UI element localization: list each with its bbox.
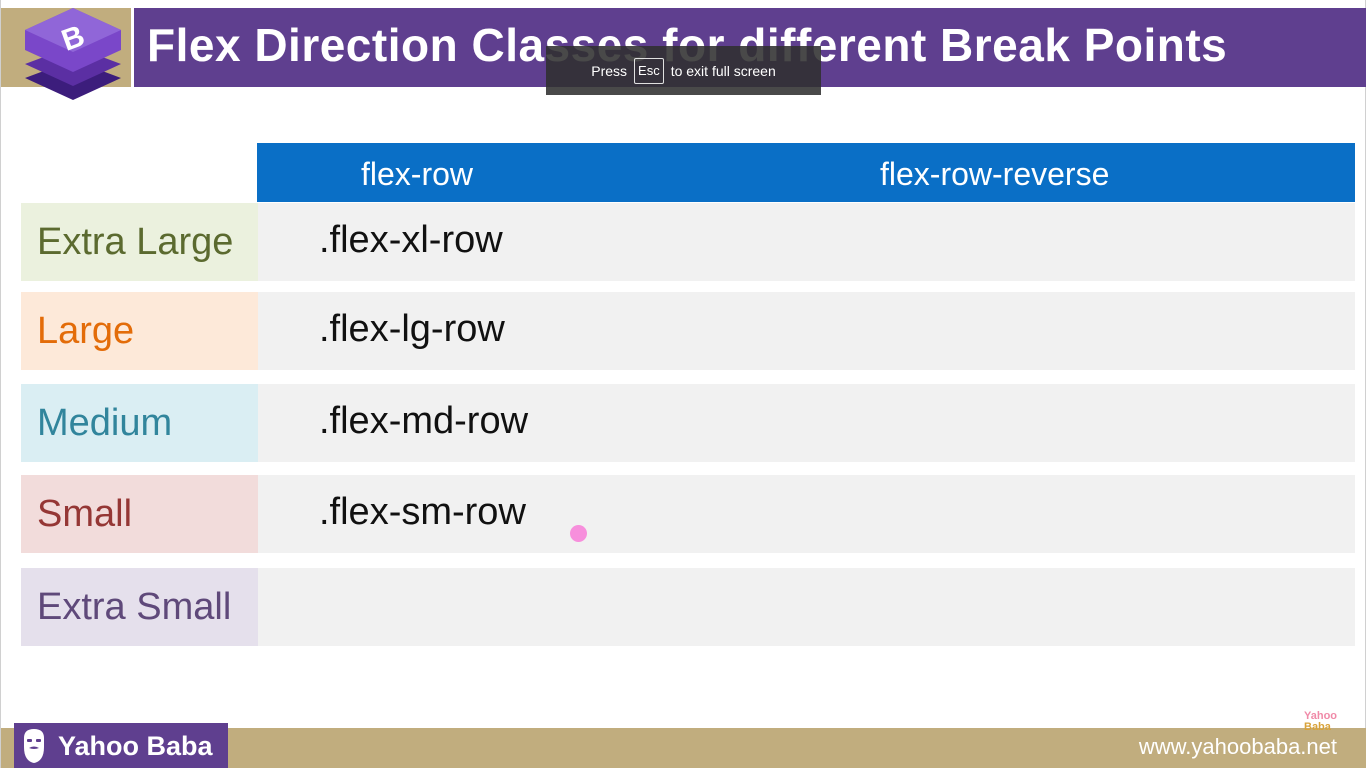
- table-row: Small .flex-sm-row: [21, 475, 1355, 553]
- fullscreen-notice: Press Esc to exit full screen: [546, 46, 821, 95]
- table-row: Large .flex-lg-row: [21, 292, 1355, 370]
- breakpoint-label: Large: [37, 310, 135, 352]
- breakpoint-label: Medium: [37, 402, 173, 444]
- breakpoint-label: Extra Large: [37, 221, 234, 263]
- bearded-face-icon: [24, 729, 44, 763]
- table-row: Medium .flex-md-row: [21, 384, 1355, 462]
- breakpoint-label-cell: Large: [21, 292, 258, 370]
- table-row: Extra Large .flex-xl-row: [21, 203, 1355, 281]
- class-cell: .flex-md-row: [258, 384, 1355, 462]
- column-label-flex-row: flex-row: [361, 156, 474, 192]
- brand-badge: Yahoo Baba: [14, 723, 228, 768]
- class-cell: .flex-sm-row: [258, 475, 1355, 553]
- esc-key-badge: Esc: [634, 57, 664, 84]
- notice-message: to exit full screen: [670, 62, 776, 79]
- class-name: .flex-md-row: [319, 400, 529, 442]
- class-name: .flex-xl-row: [319, 219, 503, 261]
- watermark-logo: Yahoo Baba: [1304, 711, 1337, 733]
- column-label-flex-row-reverse: flex-row-reverse: [880, 156, 1110, 192]
- class-cell: .flex-xl-row: [258, 203, 1355, 281]
- watermark-line: Yahoo: [1304, 710, 1338, 722]
- column-header: flex-row flex-row-reverse: [257, 143, 1355, 202]
- brand-name: Yahoo Baba: [58, 731, 213, 761]
- breakpoint-label-cell: Extra Large: [21, 203, 258, 281]
- watermark-line: Baba: [1304, 721, 1331, 733]
- table-row: Extra Small: [21, 568, 1355, 646]
- class-name: .flex-lg-row: [319, 308, 505, 350]
- notice-press-text: Press: [591, 62, 628, 79]
- class-cell: .flex-lg-row: [258, 292, 1355, 370]
- bootstrap-logo-icon: B: [25, 8, 121, 100]
- breakpoint-label-cell: Small: [21, 475, 258, 553]
- footer-bar: [1, 728, 1366, 768]
- website-url: www.yahoobaba.net: [1138, 734, 1337, 759]
- breakpoint-label-cell: Medium: [21, 384, 258, 462]
- breakpoint-label: Extra Small: [37, 586, 232, 628]
- breakpoint-label: Small: [37, 493, 133, 535]
- laser-pointer-dot: [570, 525, 587, 542]
- class-name: .flex-sm-row: [319, 491, 526, 533]
- breakpoint-label-cell: Extra Small: [21, 568, 258, 646]
- class-cell: [258, 568, 1355, 646]
